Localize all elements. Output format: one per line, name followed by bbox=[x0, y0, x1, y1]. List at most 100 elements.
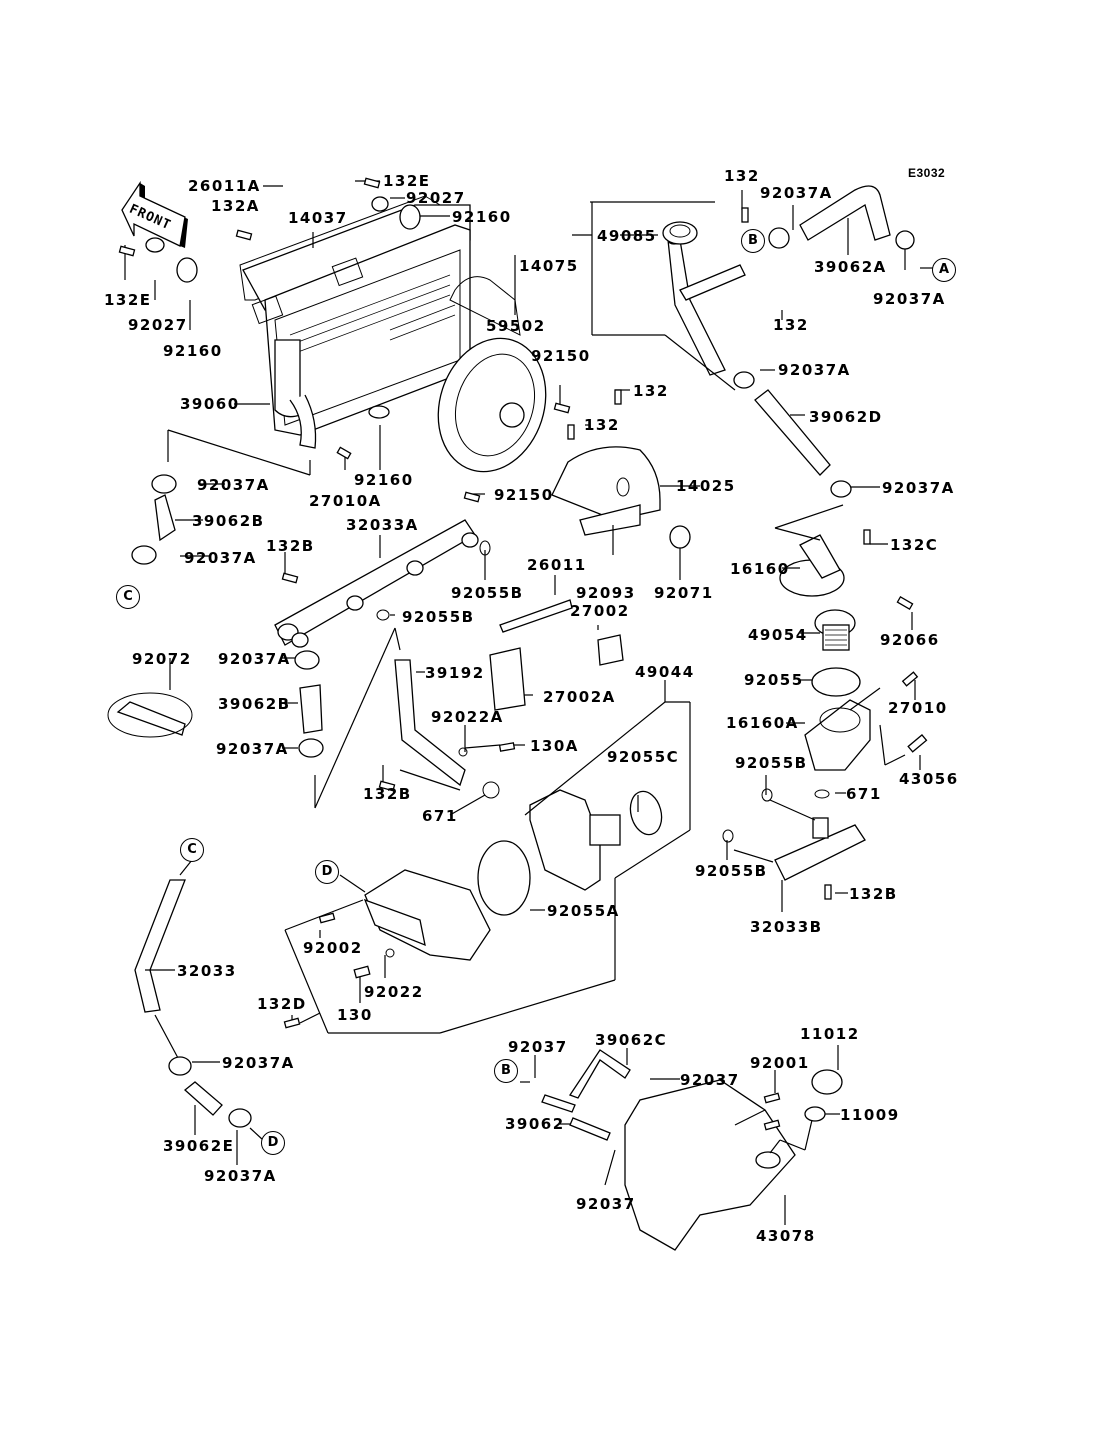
part-label: 39062B bbox=[218, 695, 291, 713]
part-label: 39062D bbox=[809, 408, 883, 426]
small-hoses bbox=[116, 494, 631, 1141]
part-label: 27010A bbox=[309, 492, 382, 510]
small-o-rings bbox=[376, 540, 830, 958]
part-label: 32033A bbox=[346, 516, 419, 534]
part-label: 32033 bbox=[177, 962, 237, 980]
part-label: 132C bbox=[890, 536, 939, 554]
part-label: 132B bbox=[849, 885, 898, 903]
part-label: 92037A bbox=[218, 650, 291, 668]
water-pipe-39192 bbox=[394, 659, 466, 787]
part-label: 92055C bbox=[607, 748, 680, 766]
ref-marker-c: C bbox=[116, 585, 140, 609]
part-label: 132 bbox=[773, 316, 809, 334]
part-label: 43078 bbox=[756, 1227, 816, 1245]
part-label: 92055B bbox=[695, 862, 768, 880]
water-pump-part bbox=[529, 789, 663, 891]
part-label: 59502 bbox=[486, 317, 546, 335]
part-label: 132B bbox=[266, 537, 315, 555]
part-label: 130A bbox=[530, 737, 579, 755]
part-label: 92022A bbox=[431, 708, 504, 726]
o-ring-92055 bbox=[811, 667, 861, 697]
part-label: 132 bbox=[633, 382, 669, 400]
water-pipe-32033 bbox=[134, 879, 186, 1013]
reservoir-cap-part bbox=[811, 1069, 843, 1095]
coolant-pipe-part bbox=[667, 235, 746, 376]
leader-lines bbox=[124, 180, 935, 1225]
part-label: 92037A bbox=[216, 740, 289, 758]
part-label: 132 bbox=[584, 416, 620, 434]
part-label: 92066 bbox=[880, 631, 940, 649]
part-label: 92037 bbox=[680, 1071, 740, 1089]
part-label: 92037A bbox=[873, 290, 946, 308]
ref-marker-b-lower: B bbox=[494, 1059, 518, 1083]
part-label: 92002 bbox=[303, 939, 363, 957]
thermostat-part bbox=[814, 609, 856, 651]
radiator-part bbox=[239, 195, 471, 449]
part-label: 49044 bbox=[635, 663, 695, 681]
part-label: 92027 bbox=[406, 189, 466, 207]
part-label: 27010 bbox=[888, 699, 948, 717]
part-label: 92055A bbox=[547, 902, 620, 920]
part-label: 39062B bbox=[192, 512, 265, 530]
part-label: 27002 bbox=[570, 602, 630, 620]
part-label: 92037A bbox=[778, 361, 851, 379]
part-label: 92037A bbox=[184, 549, 257, 567]
sensors bbox=[336, 446, 928, 753]
part-label: 26011 bbox=[527, 556, 587, 574]
part-label: 92037A bbox=[882, 479, 955, 497]
reservoir-tank-part bbox=[624, 1079, 796, 1251]
part-label: 49085 bbox=[597, 227, 657, 245]
part-label: 14025 bbox=[676, 477, 736, 495]
part-label: 16160 bbox=[730, 560, 790, 578]
fan-part bbox=[437, 276, 547, 473]
part-label: 11009 bbox=[840, 1106, 900, 1124]
ref-marker-d: D bbox=[315, 860, 339, 884]
part-label: 49054 bbox=[748, 626, 808, 644]
part-label: 92055B bbox=[402, 608, 475, 626]
part-label: 16160A bbox=[726, 714, 799, 732]
part-label: 92037 bbox=[508, 1038, 568, 1056]
part-label: 92037A bbox=[197, 476, 270, 494]
ref-marker-a: A bbox=[932, 258, 956, 282]
part-label: 39062 bbox=[505, 1115, 565, 1133]
part-label: 26011A bbox=[188, 177, 261, 195]
part-label: 92027 bbox=[128, 316, 188, 334]
part-label: 92037A bbox=[204, 1167, 277, 1185]
part-label: 92055B bbox=[735, 754, 808, 772]
pump-cover-part bbox=[363, 869, 491, 961]
part-label: 92071 bbox=[654, 584, 714, 602]
band-92072 bbox=[107, 692, 193, 738]
part-label: 132 bbox=[724, 167, 760, 185]
thermostat-cover-part bbox=[779, 534, 845, 597]
thermostat-housing-part bbox=[804, 699, 871, 771]
ref-marker-b: B bbox=[741, 229, 765, 253]
part-label: 27002A bbox=[543, 688, 616, 706]
part-label: 92055 bbox=[744, 671, 804, 689]
part-label: 92037 bbox=[576, 1195, 636, 1213]
part-label: 39060 bbox=[180, 395, 240, 413]
part-label: 14075 bbox=[519, 257, 579, 275]
cap-seal-11009 bbox=[804, 1106, 826, 1122]
diagram-code: E3032 bbox=[908, 166, 946, 180]
part-label: 92022 bbox=[364, 983, 424, 1001]
ref-marker-c-lower: C bbox=[180, 838, 204, 862]
part-label: 92150 bbox=[531, 347, 591, 365]
hose-39062d bbox=[754, 389, 831, 476]
part-label: 43056 bbox=[899, 770, 959, 788]
part-label: 130 bbox=[337, 1006, 373, 1024]
hose-39062a bbox=[799, 185, 891, 241]
part-label: 671 bbox=[846, 785, 882, 803]
front-arrow-icon bbox=[121, 180, 188, 248]
part-label: 92072 bbox=[132, 650, 192, 668]
part-label: 39062A bbox=[814, 258, 887, 276]
ref-marker-d-lower: D bbox=[261, 1131, 285, 1155]
part-label: 39062C bbox=[595, 1031, 668, 1049]
bolts bbox=[118, 177, 871, 1131]
part-label: 39192 bbox=[425, 664, 485, 682]
water-pipe-32033b bbox=[774, 817, 866, 881]
part-label: 132E bbox=[104, 291, 152, 309]
part-label: 92055B bbox=[451, 584, 524, 602]
part-label: 132A bbox=[211, 197, 260, 215]
